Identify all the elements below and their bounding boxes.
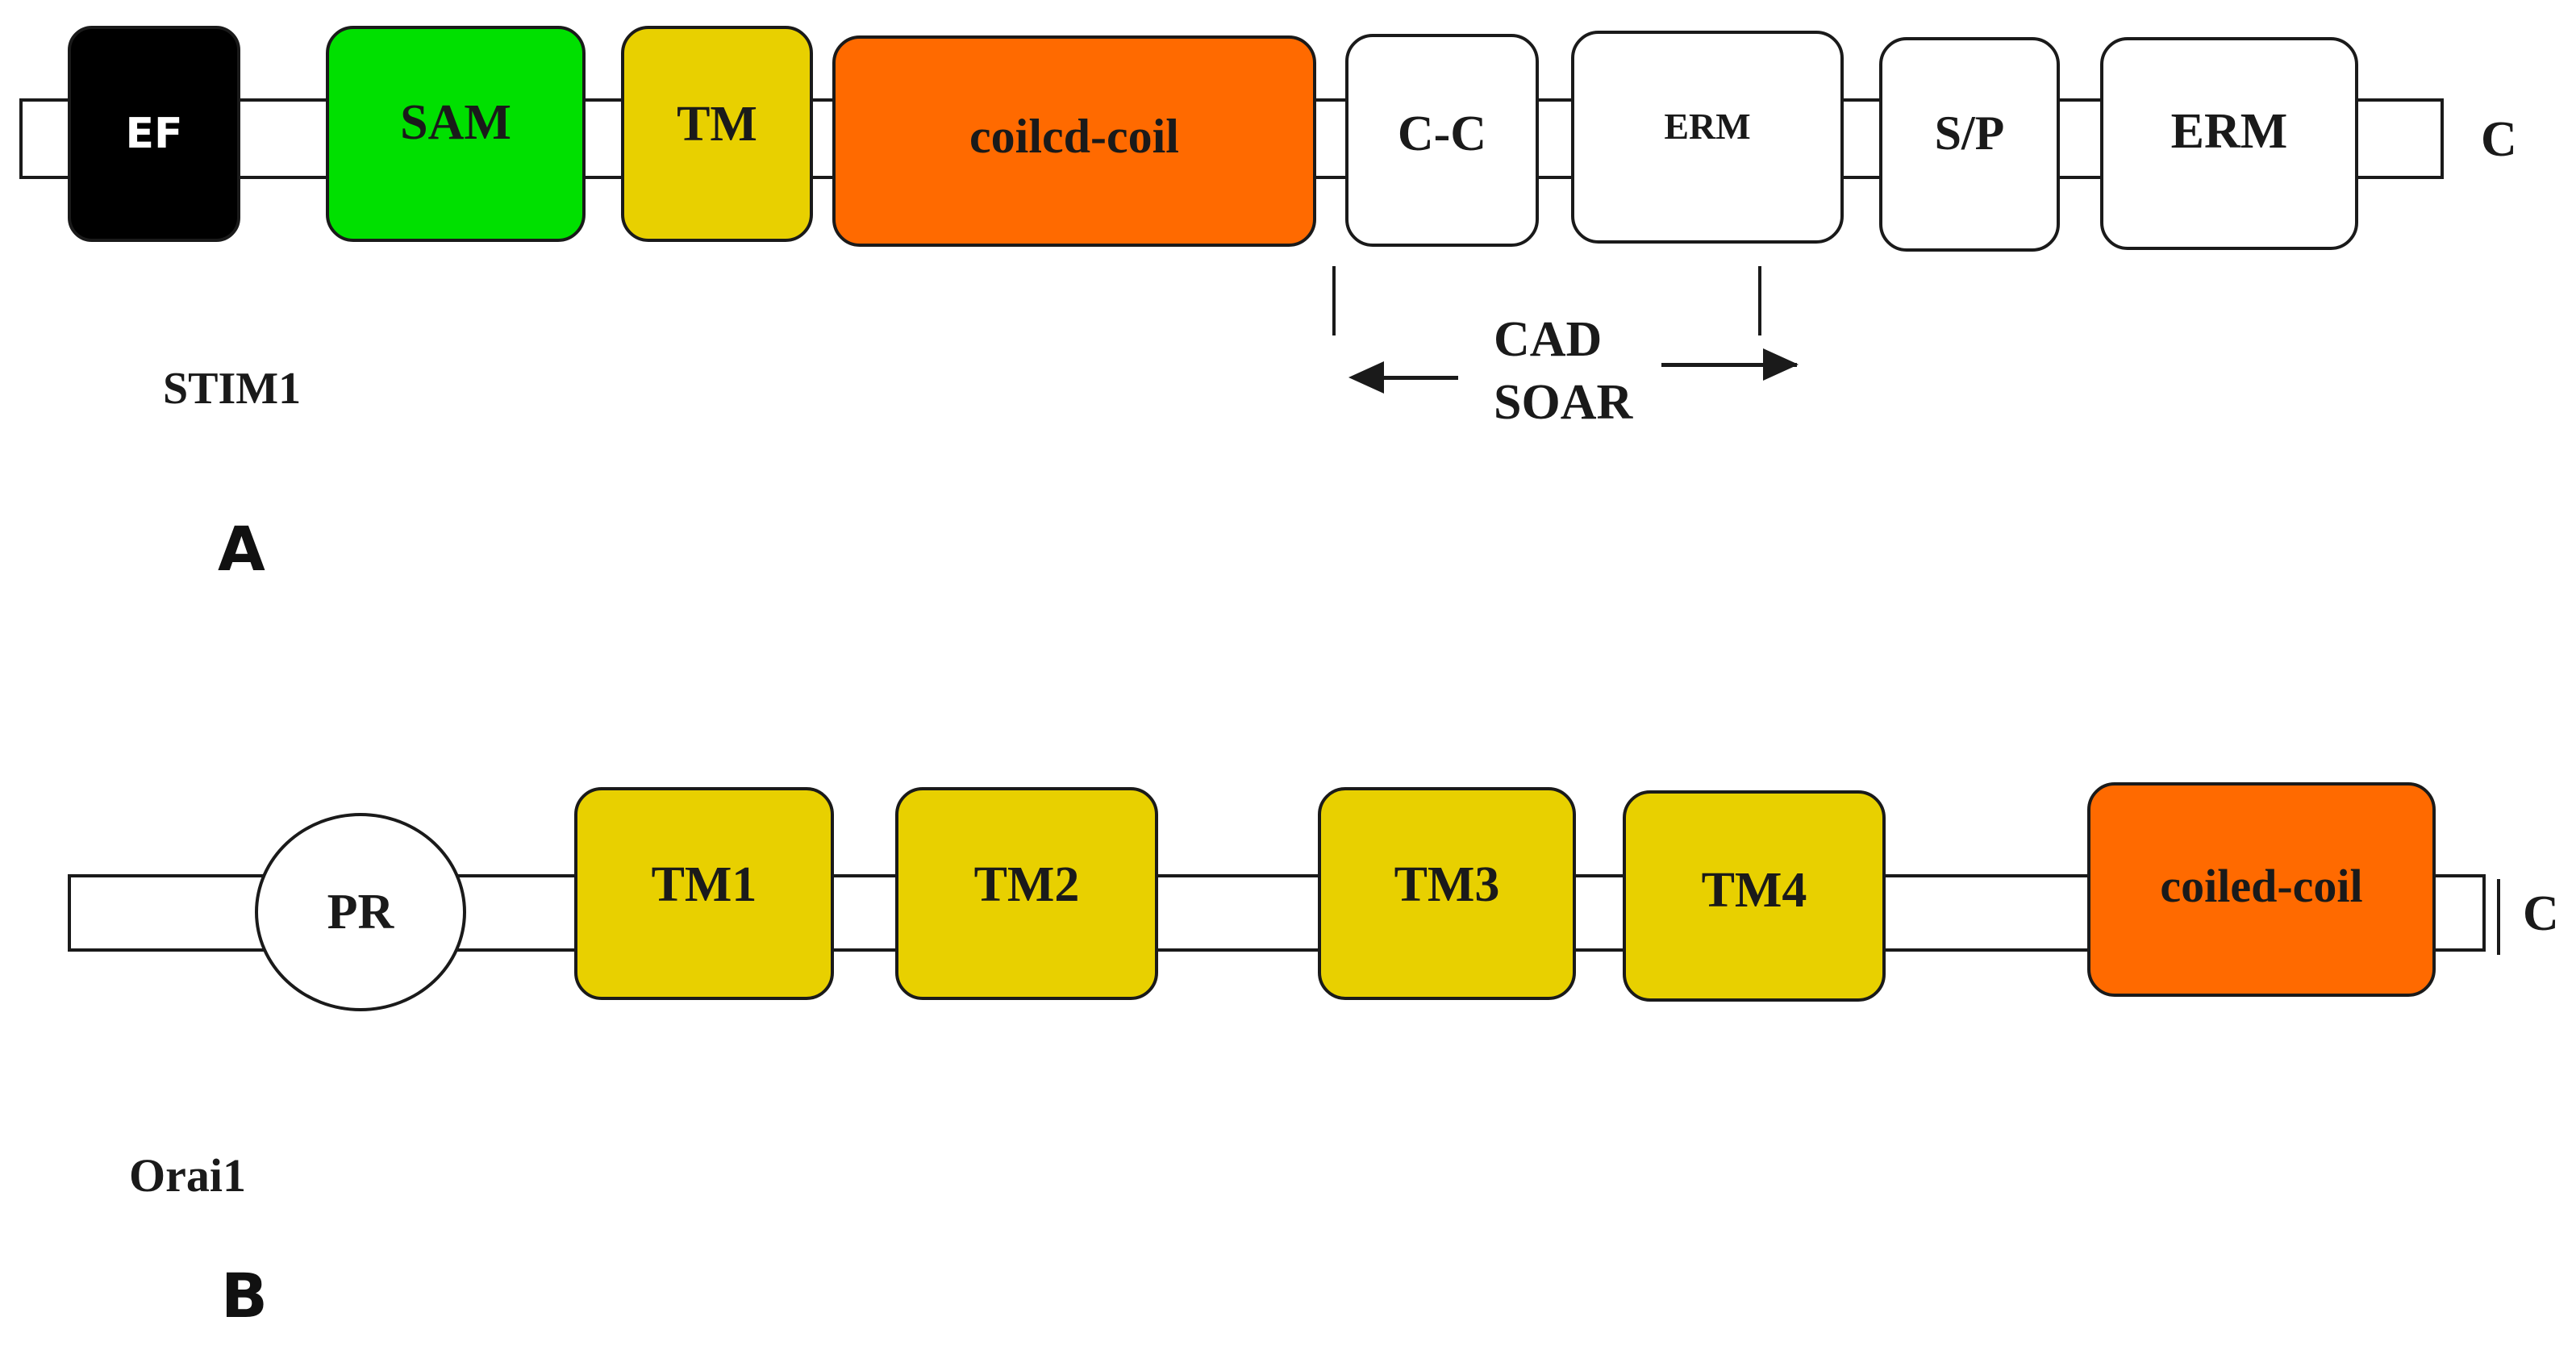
cad-left-arrow-head: [1348, 361, 1384, 394]
cad-right-bracket: [1758, 266, 1761, 335]
cad-left-arrow-line: [1379, 376, 1458, 380]
tm3-domain: TM3: [1318, 787, 1576, 1000]
orai1-protein-label: Orai1: [129, 1149, 246, 1202]
orai1-c-terminus: C: [2523, 886, 2559, 941]
sam-domain: SAM: [326, 26, 586, 242]
coiled-coil-domain-label: coilcd-coil: [969, 109, 1179, 163]
panel-a-letter: A: [218, 513, 265, 585]
tm2-domain: TM2: [895, 787, 1158, 1000]
sp-domain-label: S/P: [1934, 106, 2005, 160]
panel-b-letter: B: [221, 1260, 268, 1331]
coiled-coil-domain: coilcd-coil: [832, 35, 1316, 247]
tm1-domain: TM1: [574, 787, 834, 1000]
tm3-domain-label: TM3: [1394, 856, 1500, 912]
erm-domain-1: ERM: [1571, 31, 1844, 244]
soar-label: SOAR: [1494, 375, 1633, 430]
cad-left-bracket: [1332, 266, 1336, 335]
orai1-coiled-coil-domain: coiled-coil: [2087, 782, 2436, 997]
tm4-domain: TM4: [1623, 790, 1886, 1002]
pr-domain: PR: [255, 813, 466, 1011]
ef-domain-label: EF: [125, 110, 183, 158]
tm-domain: TM: [621, 26, 813, 242]
pr-domain-label: PR: [327, 884, 394, 940]
stim1-c-terminus: C: [2481, 112, 2517, 167]
erm-domain-2-label: ERM: [2170, 103, 2288, 159]
stim1-protein-label: STIM1: [163, 364, 302, 414]
tm-domain-label: TM: [677, 96, 757, 152]
orai1-backbone: [68, 874, 2486, 952]
cad-label: CAD: [1494, 312, 1603, 367]
erm-domain-2: ERM: [2100, 37, 2358, 250]
ef-domain: EF: [68, 26, 240, 242]
sam-domain-label: SAM: [400, 94, 511, 150]
tm4-domain-label: TM4: [1701, 862, 1807, 918]
cc-domain: C-C: [1345, 34, 1539, 247]
orai1-c-tick: [2497, 879, 2500, 955]
sp-domain: S/P: [1879, 37, 2060, 252]
tm1-domain-label: TM1: [651, 856, 757, 912]
cc-domain-label: C-C: [1397, 106, 1487, 161]
orai1-coiled-coil-domain-label: coiled-coil: [2160, 859, 2363, 912]
tm2-domain-label: TM2: [973, 856, 1080, 912]
erm-domain-1-label: ERM: [1664, 105, 1751, 147]
cad-right-arrow-head: [1763, 348, 1799, 381]
cad-right-arrow-line: [1661, 363, 1797, 367]
